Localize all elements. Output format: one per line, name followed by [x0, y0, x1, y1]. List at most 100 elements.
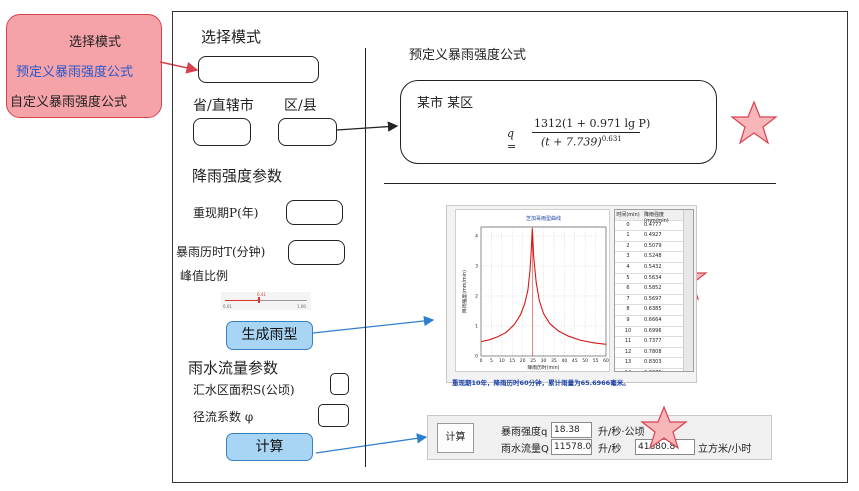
generate-arrow [312, 315, 435, 334]
mode-option-custom[interactable]: 自定义暴雨强度公式 [10, 95, 128, 110]
flow-value-field[interactable]: 11578.0 [551, 439, 592, 455]
x-tick-label: 50 [582, 358, 588, 364]
flow-m3-value-field[interactable]: 41680.8 [635, 439, 695, 455]
slider-thumb[interactable] [257, 297, 260, 303]
table-cell-time: 6 [626, 285, 630, 292]
mode-arrow [159, 61, 199, 74]
x-tick-label: 55 [593, 358, 599, 364]
table-scrollbar[interactable] [683, 210, 693, 371]
calc-arrow [315, 433, 428, 454]
x-tick-label: 35 [551, 358, 557, 364]
x-tick-label: 40 [561, 358, 567, 364]
rain-pattern-caption: 重现期10年，降雨历时60分钟，累计雨量为65.6966毫米。 [452, 379, 630, 387]
table-cell-intensity: 0.5432 [644, 264, 662, 270]
district-label: 区/县 [284, 98, 317, 114]
mode-option-predefined[interactable]: 预定义暴雨强度公式 [16, 65, 134, 80]
slider-min-label: 0.01 [223, 304, 232, 309]
formula-fraction-bar [532, 132, 640, 133]
table-header-row[interactable]: 时间(min)降雨强度(mm/min) [615, 210, 685, 224]
y-tick-label: 1 [475, 324, 478, 330]
chart-title: 芝加哥雨型曲线 [526, 215, 561, 222]
duration-label: 暴雨历时T(分钟) [176, 245, 266, 259]
table-cell-time: 3 [626, 253, 630, 260]
table-cell-intensity: 0.5248 [644, 253, 662, 260]
flow-unit-ls: 升/秒 [598, 444, 622, 455]
table-cell-time: 14 [615, 370, 641, 371]
peak-ratio-label: 峰值比例 [180, 269, 229, 283]
table-cell-intensity: 降雨强度(mm/min) [644, 212, 669, 224]
table-row[interactable]: 13 0.8303 [615, 358, 685, 369]
duration-input[interactable] [288, 240, 345, 265]
table-cell-time: 11 [624, 338, 632, 345]
formula-arrow [336, 121, 399, 132]
table-cell-intensity: 0.7808 [644, 348, 662, 355]
y-tick-label: 0 [475, 354, 478, 360]
table-cell-time: 12 [624, 348, 632, 355]
mode-callout: 选择模式 预定义暴雨强度公式 自定义暴雨强度公式 [6, 14, 162, 118]
formula-box: 某市 某区 q = 1312(1 + 0.971 lg P) (t + 7.73… [400, 80, 717, 164]
catchment-area-input[interactable] [330, 373, 349, 395]
formula-exponent: 0.631 [601, 135, 622, 143]
flow-label: 雨水流量Q [501, 444, 549, 455]
catchment-area-label: 汇水区面积S(公顷) [193, 383, 295, 397]
formula-title: 预定义暴雨强度公式 [409, 48, 527, 63]
table-row[interactable]: 8 0.6385 [615, 305, 685, 316]
x-tick-label: 20 [520, 358, 526, 364]
star-icon [640, 405, 688, 450]
y-tick-label: 4 [475, 234, 478, 240]
generate-rain-pattern-button[interactable]: 生成雨型 [226, 321, 313, 350]
table-cell-time: 8 [626, 306, 630, 313]
table-cell-time: 9 [626, 317, 630, 323]
table-cell-time: 13 [624, 359, 632, 366]
peak-ratio-slider[interactable]: 0.41 0.01 1.00 [221, 292, 311, 310]
rain-intensity-curve [480, 228, 607, 345]
table-cell-intensity: 0.5634 [644, 274, 662, 281]
table-row[interactable]: 5 0.5634 [615, 274, 685, 285]
formula-numerator: 1312(1 + 0.971 lg P) [534, 117, 651, 130]
y-tick-label: 2 [475, 294, 478, 300]
table-cell-intensity: 0.8875 [644, 370, 662, 371]
table-cell-intensity: 0.6996 [644, 327, 662, 334]
slider-fill [225, 300, 259, 301]
table-cell-intensity: 0.4927 [644, 232, 662, 239]
table-row[interactable]: 3 0.5248 [615, 252, 685, 263]
table-row[interactable]: 12 0.7808 [615, 348, 685, 359]
runoff-coef-input[interactable] [318, 404, 349, 427]
x-tick-label: 60 [603, 358, 609, 364]
flow-unit-m3: 立方米/小时 [698, 444, 752, 455]
calc-result-panel: 计算 暴雨强度q 18.38 升/秒·公顷 雨水流量Q 11578.0 升/秒 … [427, 415, 772, 460]
calculate-button[interactable]: 计算 [226, 433, 313, 461]
table-cell-time: 5 [626, 274, 630, 281]
return-period-input[interactable] [286, 200, 343, 225]
x-tick-label: 30 [541, 358, 547, 364]
table-cell-intensity: 0.5852 [644, 285, 662, 292]
x-tick-label: 10 [499, 358, 505, 364]
intensity-value-field[interactable]: 18.38 [551, 422, 592, 438]
province-select[interactable] [193, 118, 251, 146]
runoff-coef-label: 径流系数 φ [193, 410, 254, 424]
table-cell-intensity: 0.5079 [644, 242, 662, 249]
table-row[interactable]: 140.8875 [615, 369, 685, 371]
mode-callout-title: 选择模式 [69, 35, 122, 50]
table-cell-intensity: 0.6385 [644, 306, 662, 313]
calc-panel-calculate-button[interactable]: 计算 [437, 423, 474, 453]
table-row[interactable]: 6 0.5852 [615, 284, 685, 295]
table-cell-intensity: 0.8303 [644, 359, 662, 366]
table-cell-intensity: 0.5697 [644, 295, 662, 302]
x-tick-label: 25 [530, 358, 536, 364]
mode-select[interactable] [198, 56, 319, 83]
district-select[interactable] [278, 118, 337, 146]
flow-params-label: 雨水流量参数 [188, 359, 279, 377]
province-label: 省/直辖市 [193, 98, 254, 114]
